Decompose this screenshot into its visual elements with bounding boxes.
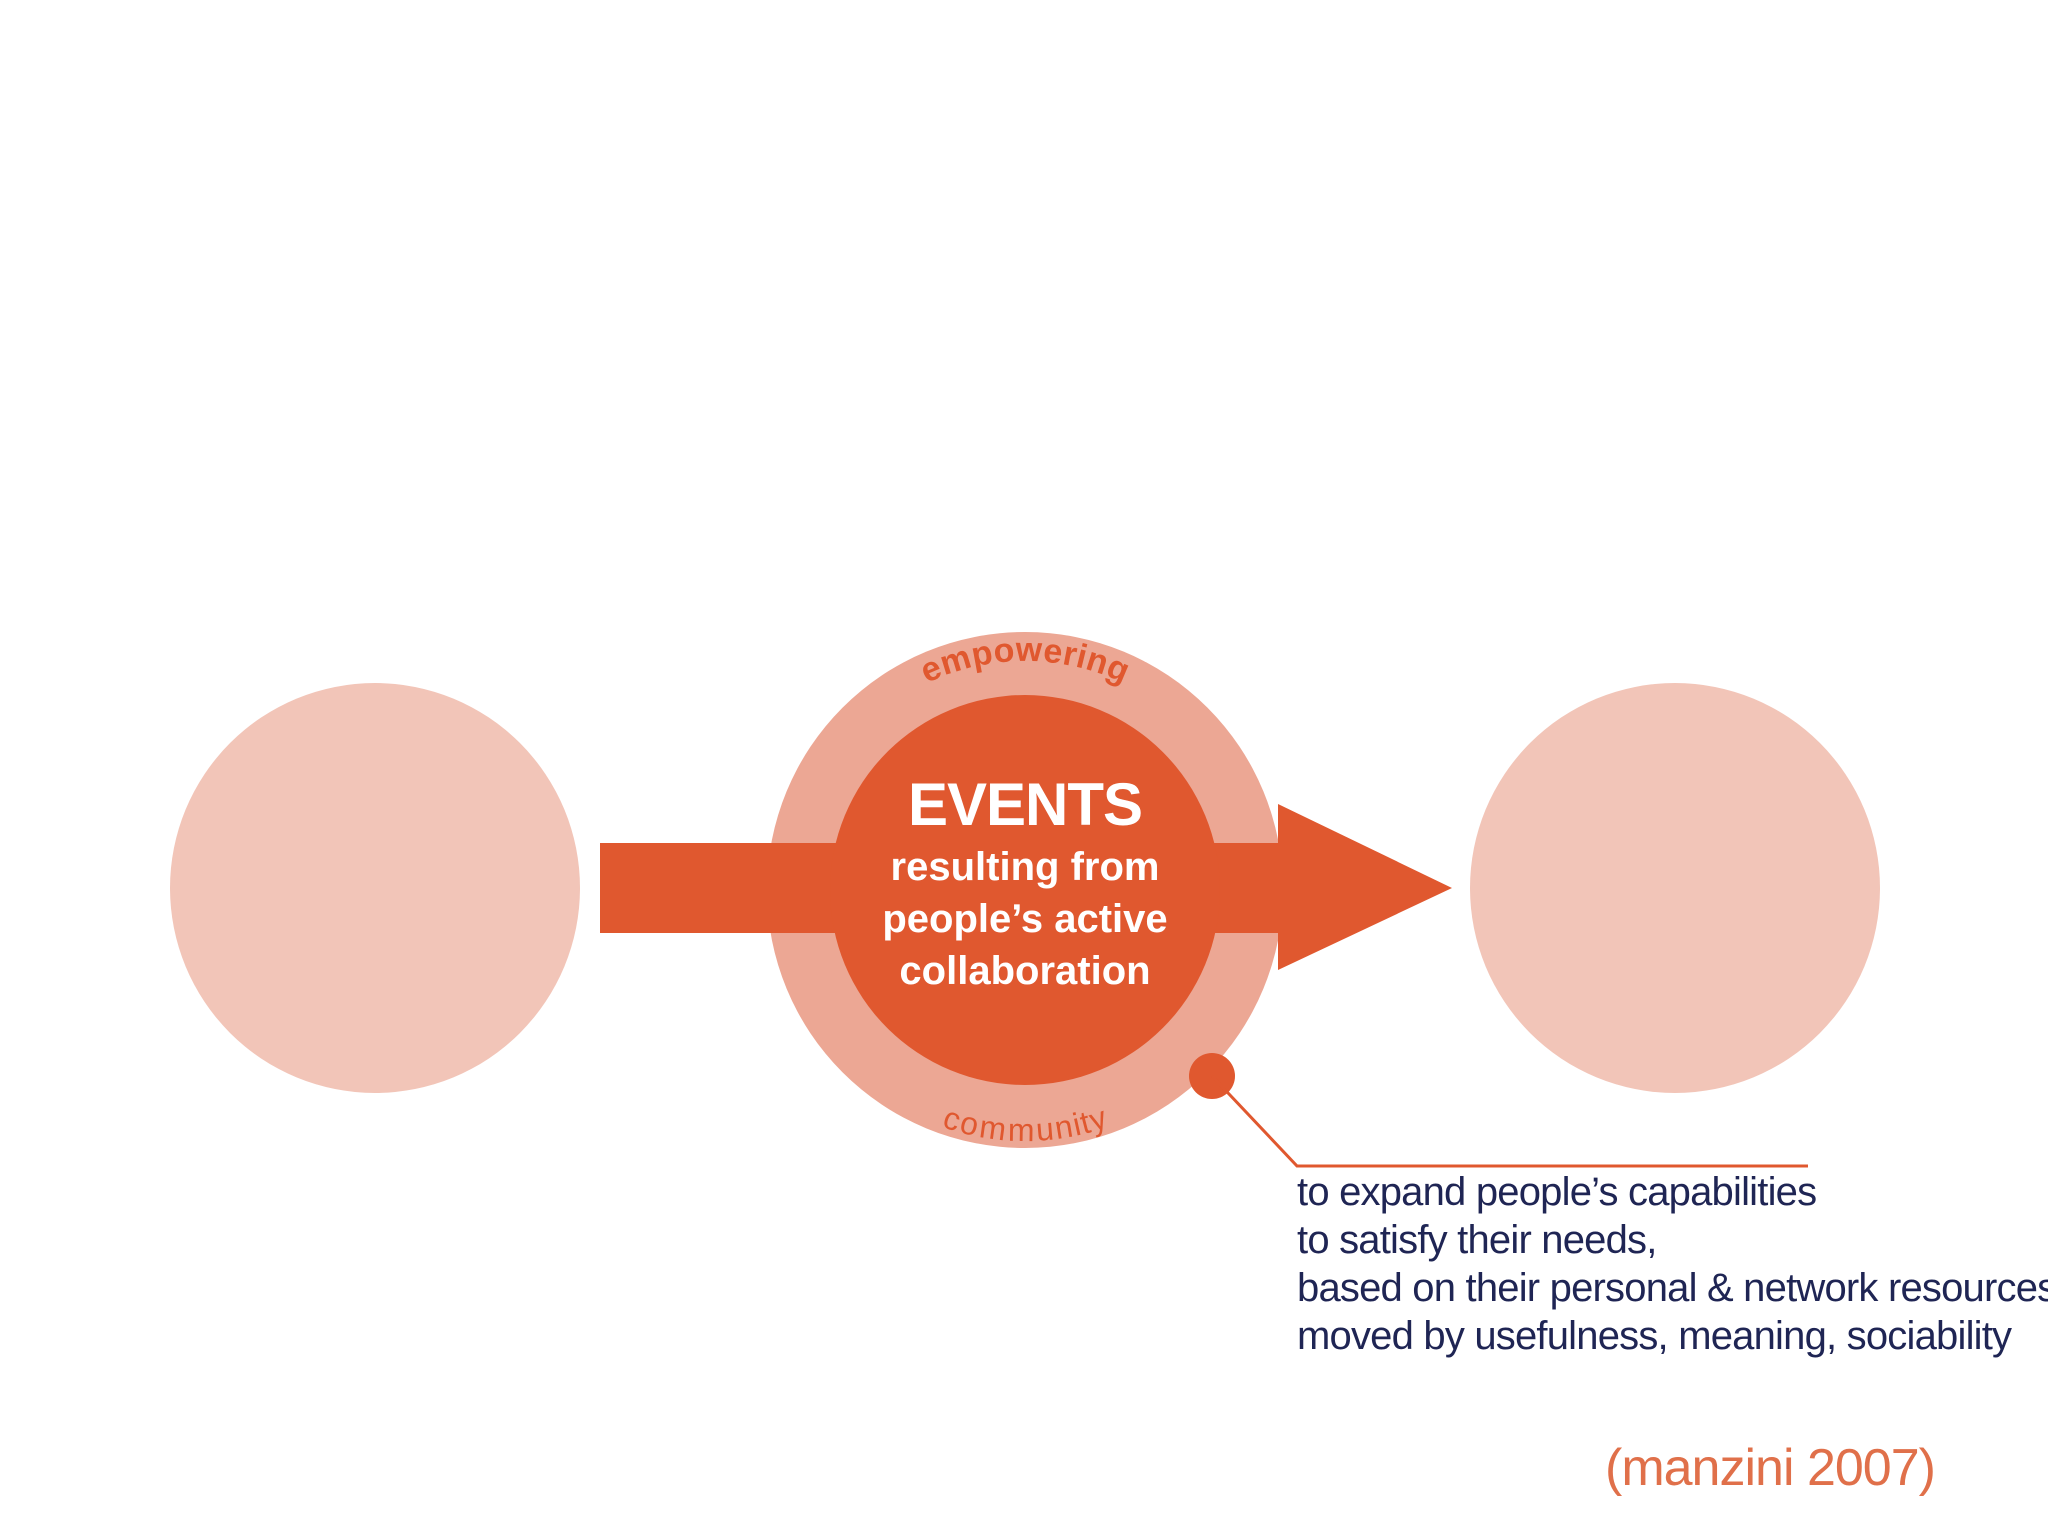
events-title: EVENTS [908,771,1142,838]
annotation-text: to expand people’s capabilities to satis… [1297,1168,2048,1360]
annotation-connector [1189,1053,1808,1168]
events-subtitle-line-3: collaboration [899,949,1150,993]
events-subtitle-line-2: people’s active [882,897,1167,941]
annotation-line-4: moved by usefulness, meaning, sociabilit… [1297,1314,2012,1358]
annotation-line-3: based on their personal & network resour… [1297,1266,2048,1310]
connector-line [1210,1074,1808,1168]
annotation-line-1: to expand people’s capabilities [1297,1170,1817,1214]
citation: (manzini 2007) [1605,1439,1936,1497]
annotation-line-2: to satisfy their needs, [1297,1218,1657,1262]
right-circle [1470,683,1880,1093]
arrow-head [1278,804,1452,970]
events-subtitle-line-1: resulting from [891,845,1160,889]
left-circle [170,683,580,1093]
events-core [830,695,1220,1085]
